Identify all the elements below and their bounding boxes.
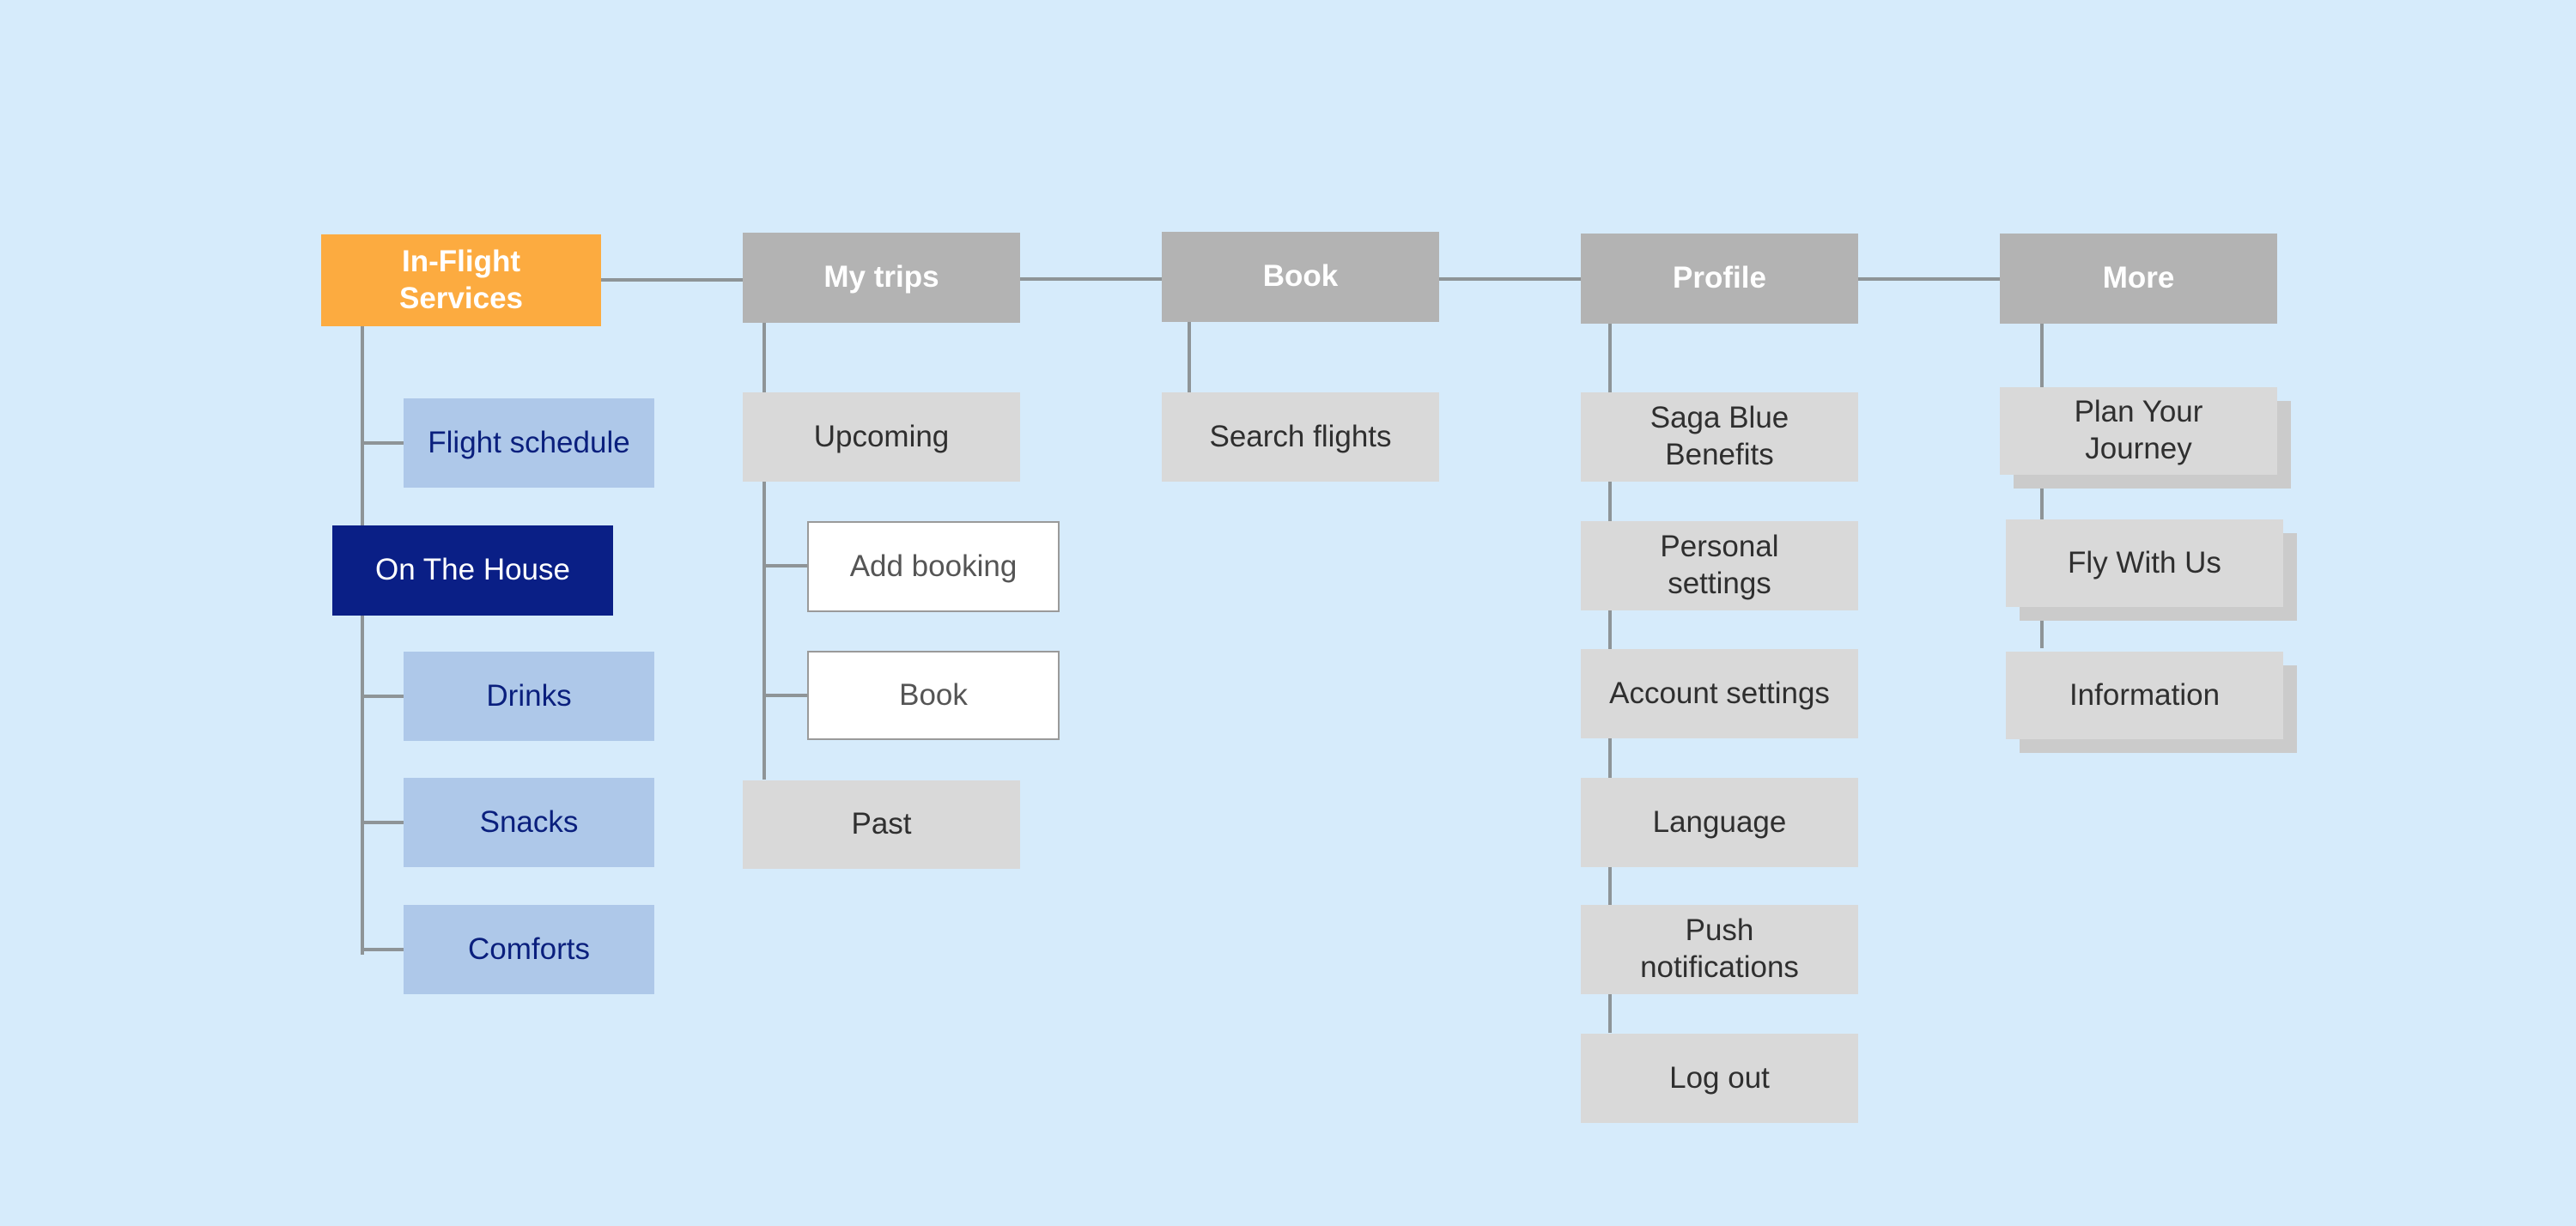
page-drinks[interactable]: Drinks [404,652,654,741]
section-book[interactable]: Book [1162,232,1439,322]
page-add-booking[interactable]: Add booking [807,521,1060,612]
connector-line [361,441,404,445]
page-past[interactable]: Past [743,780,1020,869]
page-personal-settings[interactable]: Personal settings [1581,521,1858,610]
page-search-flights[interactable]: Search flights [1162,392,1439,482]
page-information[interactable]: Information [2006,652,2283,739]
connector-line [601,278,743,282]
section-profile[interactable]: Profile [1581,234,1858,324]
page-comforts[interactable]: Comforts [404,905,654,994]
page-upcoming[interactable]: Upcoming [743,392,1020,482]
page-fly-with-us[interactable]: Fly With Us [2006,519,2283,607]
connector-line [361,821,404,824]
connector-line [361,695,404,698]
connector-line [762,323,766,780]
page-log-out[interactable]: Log out [1581,1034,1858,1123]
connector-line [361,326,364,955]
page-on-the-house[interactable]: On The House [332,525,613,616]
connector-line [1858,277,2000,281]
section-more[interactable]: More [2000,234,2277,324]
connector-line [1439,277,1581,281]
connector-line [1020,277,1162,281]
page-saga-blue-benefits[interactable]: Saga Blue Benefits [1581,392,1858,482]
page-language[interactable]: Language [1581,778,1858,867]
connector-line [2040,324,2044,648]
page-book[interactable]: Book [807,651,1060,740]
page-snacks[interactable]: Snacks [404,778,654,867]
page-push-notifications[interactable]: Push notifications [1581,905,1858,994]
section-in-flight-services[interactable]: In-Flight Services [321,234,601,326]
connector-line [1188,322,1191,392]
connector-line [762,564,807,567]
page-account-settings[interactable]: Account settings [1581,649,1858,738]
page-plan-your-journey[interactable]: Plan Your Journey [2000,387,2277,475]
connector-line [762,694,807,697]
page-flight-schedule[interactable]: Flight schedule [404,398,654,488]
section-my-trips[interactable]: My trips [743,233,1020,323]
connector-line [361,948,404,951]
